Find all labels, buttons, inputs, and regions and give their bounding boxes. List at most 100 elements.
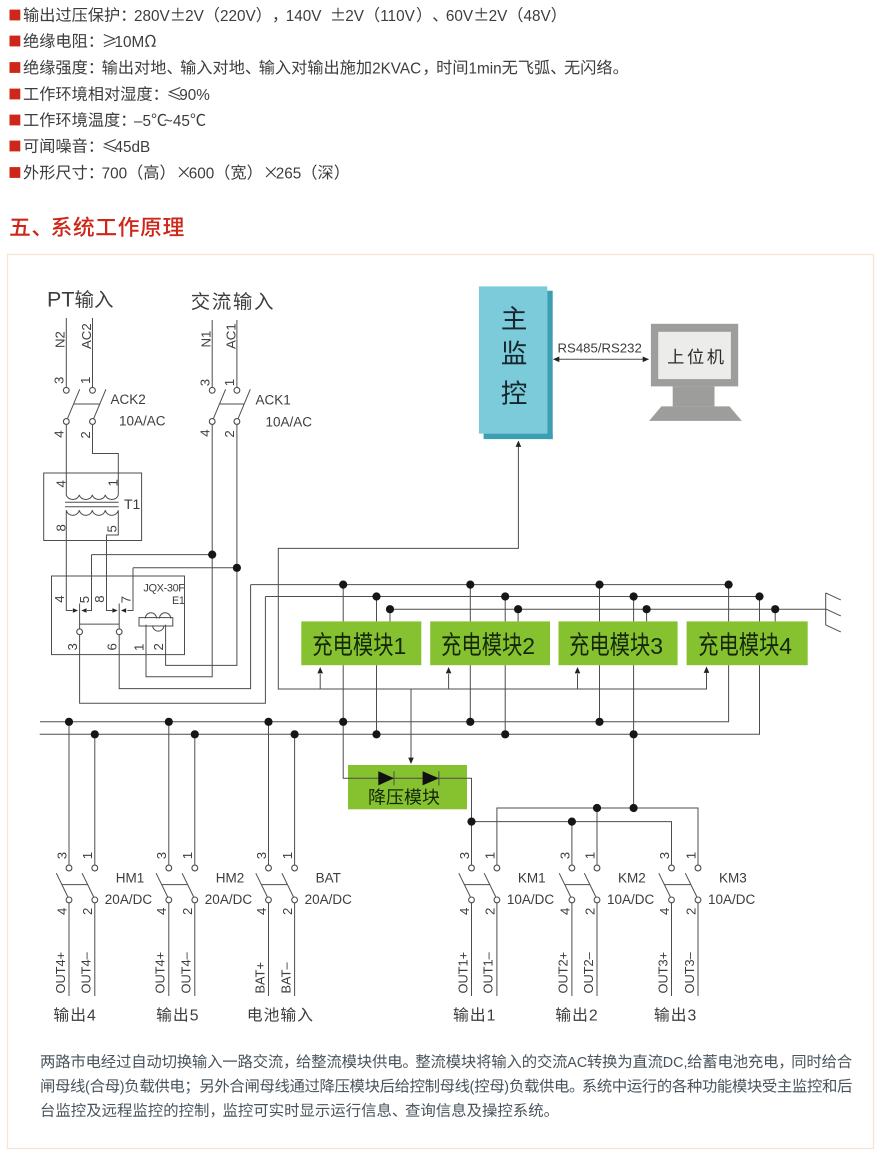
svg-text:3: 3 [650,633,663,659]
svg-text:8: 8 [53,524,68,531]
svg-text:3: 3 [457,852,472,859]
svg-text:OUT4–: OUT4– [79,951,94,993]
svg-text:3: 3 [657,852,672,859]
svg-text:E1: E1 [172,595,185,607]
svg-text:2: 2 [78,431,93,438]
svg-text:4: 4 [254,908,269,915]
svg-text:BAT: BAT [316,871,341,886]
svg-text:2: 2 [80,908,95,915]
svg-text:PT: PT [47,288,74,312]
svg-text:OUT1+: OUT1+ [455,952,470,994]
svg-text:JQX-30F: JQX-30F [143,583,185,595]
svg-text:ACK2: ACK2 [111,392,146,407]
svg-text:48V: 48V [524,8,552,25]
svg-text:1: 1 [482,852,497,859]
svg-text:3: 3 [557,852,572,859]
svg-text:1: 1 [105,479,120,486]
svg-text:–5: –5 [134,113,151,130]
svg-text:1: 1 [222,379,237,386]
svg-text:OUT4–: OUT4– [179,951,194,993]
svg-text:7: 7 [118,596,133,603]
svg-text:1: 1 [80,852,95,859]
svg-text:1min: 1min [469,60,502,77]
svg-text:1: 1 [683,852,698,859]
svg-text:20A/DC: 20A/DC [105,892,153,907]
svg-text:60V: 60V [446,8,474,25]
svg-text:280V: 280V [134,8,171,25]
svg-text:1: 1 [582,852,597,859]
svg-text:1: 1 [180,852,195,859]
svg-text:2: 2 [522,633,535,659]
svg-text:DC,: DC, [663,1055,688,1071]
svg-text:RS485/RS232: RS485/RS232 [558,341,642,356]
svg-text:700: 700 [102,165,128,182]
svg-text:(: ( [85,1080,90,1096]
svg-text:OUT4+: OUT4+ [53,952,68,994]
svg-text:20A/DC: 20A/DC [205,892,253,907]
svg-text:4: 4 [53,480,68,487]
svg-text:4: 4 [52,430,67,437]
svg-text:4: 4 [198,429,213,436]
svg-text:10M: 10M [115,34,145,51]
svg-text:KM1: KM1 [518,871,546,886]
svg-text:4: 4 [52,595,67,602]
svg-text:5: 5 [105,525,120,532]
svg-text:OUT4+: OUT4+ [153,952,168,994]
svg-text:OUT3+: OUT3+ [655,952,670,994]
svg-text:2: 2 [222,430,237,437]
svg-text:ACK1: ACK1 [256,393,291,408]
svg-text:20A/DC: 20A/DC [305,892,353,907]
svg-text:): ) [120,1080,125,1096]
svg-text:6: 6 [105,643,120,650]
svg-text:2: 2 [151,643,166,650]
svg-text:2: 2 [589,1008,599,1025]
svg-text:4: 4 [779,633,792,659]
svg-text:HM1: HM1 [116,871,145,886]
svg-text:2: 2 [482,908,497,915]
svg-text:600: 600 [189,165,215,182]
svg-text:8: 8 [92,595,107,602]
svg-text:1: 1 [487,1008,497,1025]
svg-text:KM2: KM2 [618,871,646,886]
svg-text:3: 3 [688,1008,698,1025]
svg-text:2: 2 [582,908,597,915]
svg-text:2KVAC: 2KVAC [372,60,421,77]
svg-text:3: 3 [65,643,80,650]
svg-text:~45: ~45 [164,113,190,130]
svg-text:4: 4 [154,908,169,915]
svg-text:): ) [504,1080,509,1096]
svg-text:1: 1 [131,644,146,651]
svg-text:BAT–: BAT– [278,962,293,994]
svg-text:3: 3 [198,379,213,386]
svg-text:90%: 90% [179,87,210,104]
svg-text:10A/DC: 10A/DC [708,892,756,907]
svg-text:3: 3 [54,852,69,859]
svg-text:10A/AC: 10A/AC [266,415,313,430]
svg-text:1: 1 [394,633,407,659]
svg-text:2: 2 [683,908,698,915]
svg-text:10A/AC: 10A/AC [119,414,166,429]
svg-text:4: 4 [87,1008,97,1025]
svg-text:N1: N1 [199,331,214,348]
svg-text:140V: 140V [286,8,323,25]
svg-text:10A/DC: 10A/DC [507,892,555,907]
svg-text:5: 5 [190,1008,200,1025]
svg-text:HM2: HM2 [216,871,245,886]
svg-text:4: 4 [657,908,672,915]
svg-text:(: ( [470,1080,475,1096]
svg-text:4: 4 [557,908,572,915]
svg-text:OUT3–: OUT3– [682,951,697,993]
svg-text:2V: 2V [345,8,365,25]
svg-text:AC: AC [567,1055,587,1071]
svg-text:N2: N2 [53,331,68,348]
svg-text:10A/DC: 10A/DC [607,892,655,907]
svg-text:2V: 2V [185,8,205,25]
svg-text:3: 3 [254,852,269,859]
svg-text:KM3: KM3 [719,871,747,886]
svg-text:OUT1–: OUT1– [481,951,496,993]
svg-text:3: 3 [154,852,169,859]
svg-text:2: 2 [180,908,195,915]
svg-text:5: 5 [77,596,92,603]
svg-text:1: 1 [78,377,93,384]
svg-text:2V: 2V [489,8,509,25]
